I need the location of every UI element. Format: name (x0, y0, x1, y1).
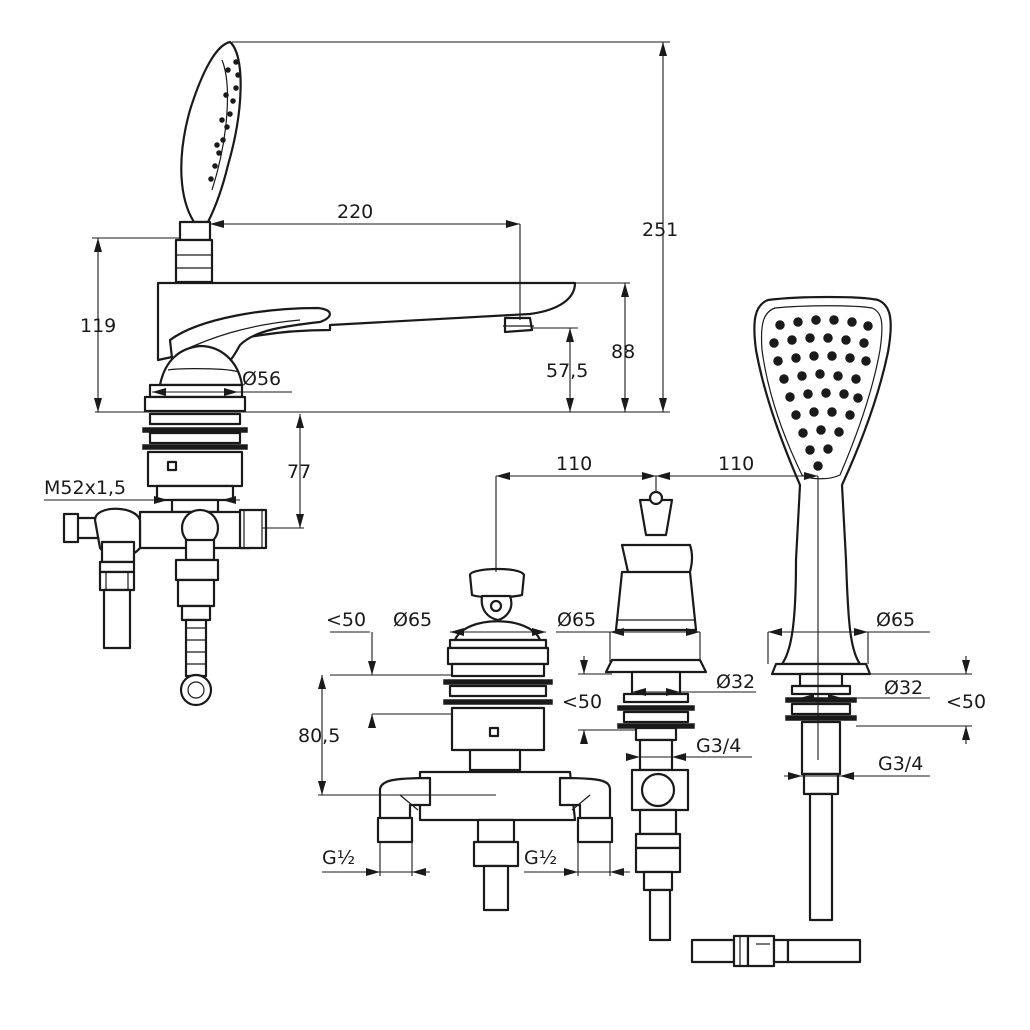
dim-label-d32-valve: Ø32 (716, 671, 755, 693)
dim-label-88: 88 (611, 341, 635, 363)
nozzle-dots (208, 59, 241, 182)
base-dome (158, 344, 244, 387)
dimension-labels: 251 220 119 88 57,5 Ø56 77 M52x1,5 110 1… (44, 201, 986, 869)
dim-label-119: 119 (80, 315, 116, 337)
dim-label-d65-shower: Ø65 (876, 609, 915, 631)
dim-label-g12-right: G½ (524, 847, 557, 869)
dim-label-110-left: 110 (556, 453, 592, 475)
handshower-standalone (753, 295, 892, 922)
dim-label-m52: M52x1,5 (44, 477, 126, 499)
dim-label-d56: Ø56 (242, 368, 281, 390)
dim-label-g34-valve: G3/4 (696, 735, 741, 757)
dim-label-lt50-valve: <50 (562, 691, 602, 713)
dim-label-110-right: 110 (718, 453, 754, 475)
spout-assembly (62, 40, 577, 707)
dim-label-80-5: 80,5 (298, 725, 340, 747)
dim-label-57-5: 57,5 (546, 360, 588, 382)
dimensions (44, 41, 972, 876)
diverter-assembly (376, 567, 614, 912)
hose-connector (690, 934, 862, 968)
dim-label-g34-shower: G3/4 (878, 753, 923, 775)
dim-label-77: 77 (287, 461, 311, 483)
dim-label-251: 251 (642, 219, 678, 241)
dim-label-d32-shower: Ø32 (884, 677, 923, 699)
dim-label-g12-left: G½ (322, 847, 355, 869)
handshower-docked (174, 40, 242, 284)
dim-label-d65-valve: Ø65 (557, 609, 596, 631)
dim-label-d65-diverter: Ø65 (393, 609, 432, 631)
dim-label-220: 220 (337, 201, 373, 223)
dim-label-lt50-diverter: <50 (326, 609, 366, 631)
spray-face-dots (769, 315, 873, 471)
handshower-valve-assembly (604, 490, 708, 942)
dim-label-lt50-shower: <50 (946, 691, 986, 713)
